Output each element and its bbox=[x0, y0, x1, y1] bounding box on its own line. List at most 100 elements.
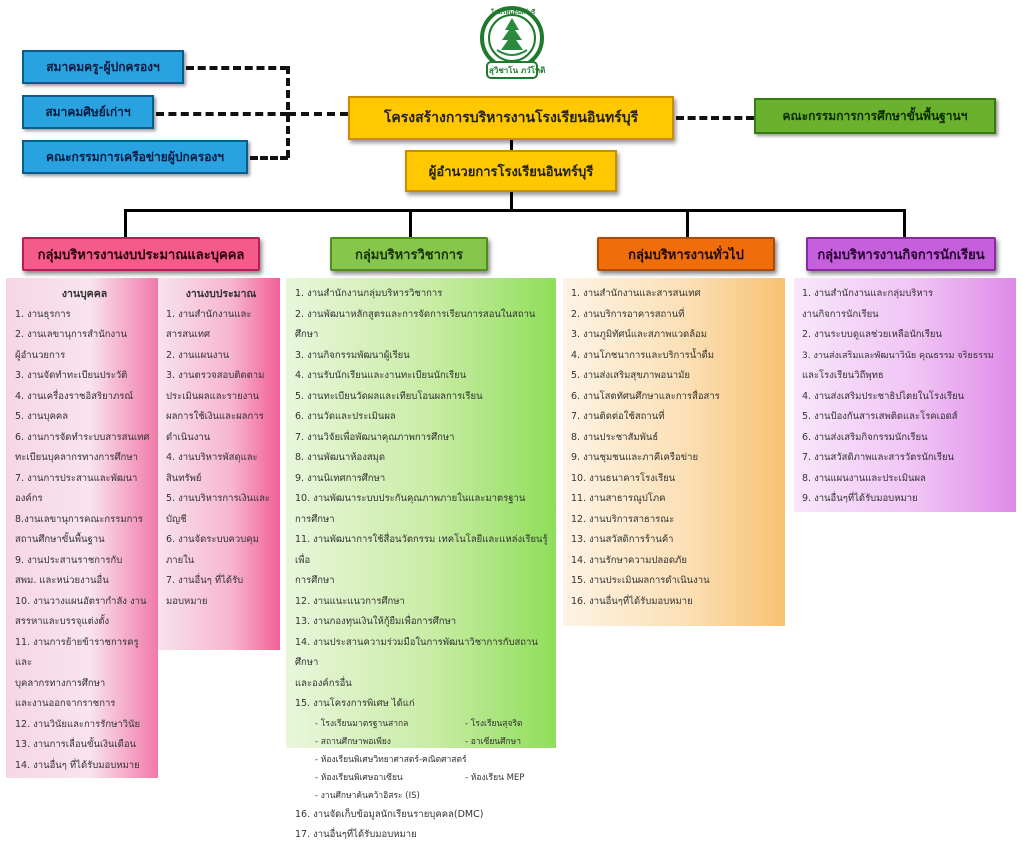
parent-network-committee-label: คณะกรรมการเครือข่ายผู้ปกครองฯ bbox=[45, 149, 225, 164]
connector-line bbox=[903, 209, 906, 237]
list-item: 7. งานวิจัยเพื่อพัฒนาคุณภาพการศึกษา bbox=[295, 431, 455, 443]
list-item: 16. งานจัดเก็บข้อมูลนักเรียนรายบุคคล(DMC… bbox=[295, 808, 484, 820]
student-affairs-panel: 1. งานสำนักงานและกลุ่มบริหาร งานกิจการนั… bbox=[794, 278, 1016, 512]
list-item: สรรหาและบรรจุแต่งตั้ง bbox=[15, 616, 110, 627]
list-item: องค์กร bbox=[15, 493, 43, 504]
list-item: ภายใน bbox=[166, 554, 195, 566]
list-item: 1. งานสำนักงานและสารสนเทศ bbox=[571, 288, 701, 299]
list-item: สินทรัพย์ bbox=[166, 472, 202, 484]
list-item: สถานศึกษาขั้นพื้นฐาน bbox=[15, 534, 105, 545]
list-item: สารสนเทศ bbox=[166, 329, 211, 340]
general-group-header: กลุ่มบริหารงานทั่วไป bbox=[597, 237, 775, 271]
connector-line bbox=[510, 192, 513, 212]
list-item: 1. งานสำนักงานกลุ่มบริหารวิชาการ bbox=[295, 288, 443, 299]
academic-list: 1. งานสำนักงานกลุ่มบริหารวิชาการ 2. งานพ… bbox=[295, 284, 552, 715]
page-title-text: โครงสร้างการบริหารงานโรงเรียนอินทร์บุรี bbox=[383, 110, 639, 126]
list-item: 5. งานบริหารการเงินและ bbox=[166, 493, 270, 504]
list-item: 15. งานประเมินผลการดำเนินงาน bbox=[571, 575, 710, 586]
list-item: 10. งานพัฒนาระบบประกันคุณภาพภายในและมาตร… bbox=[295, 493, 526, 504]
list-item: 9. งานชุมชนและภาคีเครือข่าย bbox=[571, 452, 699, 463]
school-logo: โรงเรียนอินทร์บุรี สุวิชาโน ภวํโหติ bbox=[467, 4, 557, 82]
list-item: 4. งานรับนักเรียนและงานทะเบียนนักเรียน bbox=[295, 370, 467, 381]
special-projects-left: - โรงเรียนมาตรฐานสากล - สถานศึกษาพอเพียง… bbox=[315, 715, 467, 805]
list-item: 2. งานเลขานุการสำนักงาน bbox=[15, 329, 127, 340]
list-item: 3. งานภูมิทัศน์และสภาพแวดล้อม bbox=[571, 329, 707, 340]
list-item: สพม. และหน่วยงานอื่น bbox=[15, 575, 109, 586]
list-item: ผู้อำนวยการ bbox=[15, 349, 66, 361]
personnel-list: 1. งานธุรการ 2. งานเลขานุการสำนักงาน ผู้… bbox=[15, 305, 154, 777]
list-item: 2. งานระบบดูแลช่วยเหลือนักเรียน bbox=[802, 329, 942, 340]
student-affairs-group-label: กลุ่มบริหารงานกิจการนักเรียน bbox=[817, 247, 985, 263]
logo-top-text: โรงเรียนอินทร์บุรี bbox=[491, 9, 536, 16]
list-item: 6. งานจัดระบบควบคุม bbox=[166, 534, 259, 545]
list-item: 11. งานพัฒนาการใช้สื่อนวัตกรรม เทคโนโลยี… bbox=[295, 534, 548, 566]
list-item: 10. งานธนาคารโรงเรียน bbox=[571, 472, 676, 484]
special-projects-right: - โรงเรียนสุจริต - อาเซียนศึกษา - ห้องเร… bbox=[465, 715, 545, 805]
list-item: 5. งานป้องกันสารเสพติดและโรคเอดส์ bbox=[802, 411, 958, 422]
connector-line bbox=[124, 209, 906, 212]
dashed-connector bbox=[288, 112, 348, 116]
list-item: 12. งานแนะแนวการศึกษา bbox=[295, 595, 405, 607]
general-group-label: กลุ่มบริหารงานทั่วไป bbox=[628, 247, 744, 263]
list-item: 17. งานอื่นๆที่ได้รับมอบหมาย bbox=[295, 829, 417, 840]
list-item: 6. งานวัดและประเมินผล bbox=[295, 411, 396, 422]
list-item: 6. งานโสตทัศนศึกษาและการสื่อสาร bbox=[571, 390, 720, 402]
list-item: 2. งานพัฒนาหลักสูตรและการจัดการเรียนการส… bbox=[295, 308, 536, 341]
list-item: 8. งานประชาสัมพันธ์ bbox=[571, 431, 659, 443]
list-item: - สถานศึกษาพอเพียง bbox=[315, 736, 391, 747]
list-item: 11. งานการย้ายข้าราชการครูและ bbox=[15, 636, 139, 669]
budget-panel: งานงบประมาณ 1. งานสำนักงานและ สารสนเทศ 2… bbox=[158, 278, 280, 650]
general-panel: 1. งานสำนักงานและสารสนเทศ 2. งานบริการอา… bbox=[563, 278, 785, 626]
list-item: 11. งานสาธารณูปโภค bbox=[571, 493, 666, 504]
list-item: - ห้องเรียน MEP bbox=[465, 772, 525, 783]
list-item: - โรงเรียนมาตรฐานสากล bbox=[315, 718, 409, 729]
list-item bbox=[465, 751, 545, 769]
academic-panel: 1. งานสำนักงานกลุ่มบริหารวิชาการ 2. งานพ… bbox=[286, 278, 556, 840]
personnel-title: งานบุคคล bbox=[61, 288, 108, 300]
list-item: 3. งานส่งเสริมและพัฒนาวินัย คุณธรรม จริย… bbox=[802, 350, 994, 361]
academic-tail-list: 16. งานจัดเก็บข้อมูลนักเรียนรายบุคคล(DMC… bbox=[295, 805, 552, 846]
general-list: 1. งานสำนักงานและสารสนเทศ 2. งานบริการอา… bbox=[571, 284, 781, 612]
list-item: 9. งานนิเทศการศึกษา bbox=[295, 472, 386, 484]
parent-network-committee-box: คณะกรรมการเครือข่ายผู้ปกครองฯ bbox=[22, 140, 248, 174]
list-item: - งานศึกษาค้นคว้าอิสระ (IS) bbox=[315, 790, 420, 801]
list-item: 7. งานติดต่อใช้สถานที่ bbox=[571, 411, 665, 422]
list-item: ดำเนินงาน bbox=[166, 431, 211, 443]
list-item: บุคลากรทางการศึกษา bbox=[15, 677, 106, 689]
parent-teacher-association-label: สมาคมครู-ผู้ปกครองฯ bbox=[46, 59, 160, 74]
dashed-connector bbox=[676, 116, 754, 120]
dashed-connector bbox=[186, 66, 288, 70]
academic-group-header: กลุ่มบริหารวิชาการ bbox=[330, 237, 488, 271]
special-projects-sublist: - โรงเรียนมาตรฐานสากล - สถานศึกษาพอเพียง… bbox=[295, 715, 552, 805]
list-item: การศึกษา bbox=[295, 513, 335, 525]
list-item: 12. งานวินัยและการรักษาวินัย bbox=[15, 718, 141, 730]
logo-motto: สุวิชาโน ภวํโหติ bbox=[489, 66, 546, 75]
academic-group-label: กลุ่มบริหารวิชาการ bbox=[354, 247, 464, 263]
list-item: 14. งานรักษาความปลอดภัย bbox=[571, 554, 687, 566]
list-item: มอบหมาย bbox=[166, 595, 208, 607]
list-item: 4. งานบริหารพัสดุและ bbox=[166, 452, 258, 463]
dashed-connector bbox=[156, 112, 288, 116]
list-item bbox=[465, 787, 545, 805]
list-item: - ห้องเรียนพิเศษวิทยาศาสตร์-คณิตศาสตร์ bbox=[315, 754, 467, 765]
list-item: และองค์กรอื่น bbox=[295, 677, 352, 689]
list-item: 3. งานตรวจสอบติดตาม bbox=[166, 370, 265, 381]
list-item: 1. งานสำนักงานและ bbox=[166, 308, 252, 320]
list-item: 9. งานอื่นๆที่ได้รับมอบหมาย bbox=[802, 493, 918, 504]
list-item: 7. งานอื่นๆ ที่ได้รับ bbox=[166, 575, 244, 586]
list-item: ประเมินผลและรายงาน bbox=[166, 390, 260, 402]
list-item: และงานออกจากราชการ bbox=[15, 698, 116, 709]
list-item: 3. งานกิจกรรมพัฒนาผู้เรียน bbox=[295, 349, 410, 361]
list-item: ผลการใช้เงินและผลการ bbox=[166, 411, 264, 422]
list-item: 4. งานโภชนาการและบริการน้ำดื่ม bbox=[571, 349, 715, 361]
list-item: งานกิจการนักเรียน bbox=[802, 308, 879, 320]
list-item: - โรงเรียนสุจริต bbox=[465, 718, 523, 729]
alumni-association-label: สมาคมศิษย์เก่าฯ bbox=[45, 104, 131, 119]
connector-line bbox=[510, 140, 513, 150]
list-item: 4. งานส่งเสริมประชาธิปไตยในโรงเรียน bbox=[802, 390, 965, 402]
list-item: ทะเบียนบุคลากรทางการศึกษา bbox=[15, 452, 138, 463]
page-title: โครงสร้างการบริหารงานโรงเรียนอินทร์บุรี bbox=[348, 96, 674, 140]
connector-line bbox=[686, 209, 689, 237]
list-item: การศึกษา bbox=[295, 575, 335, 586]
budget-title: งานงบประมาณ bbox=[185, 288, 257, 300]
